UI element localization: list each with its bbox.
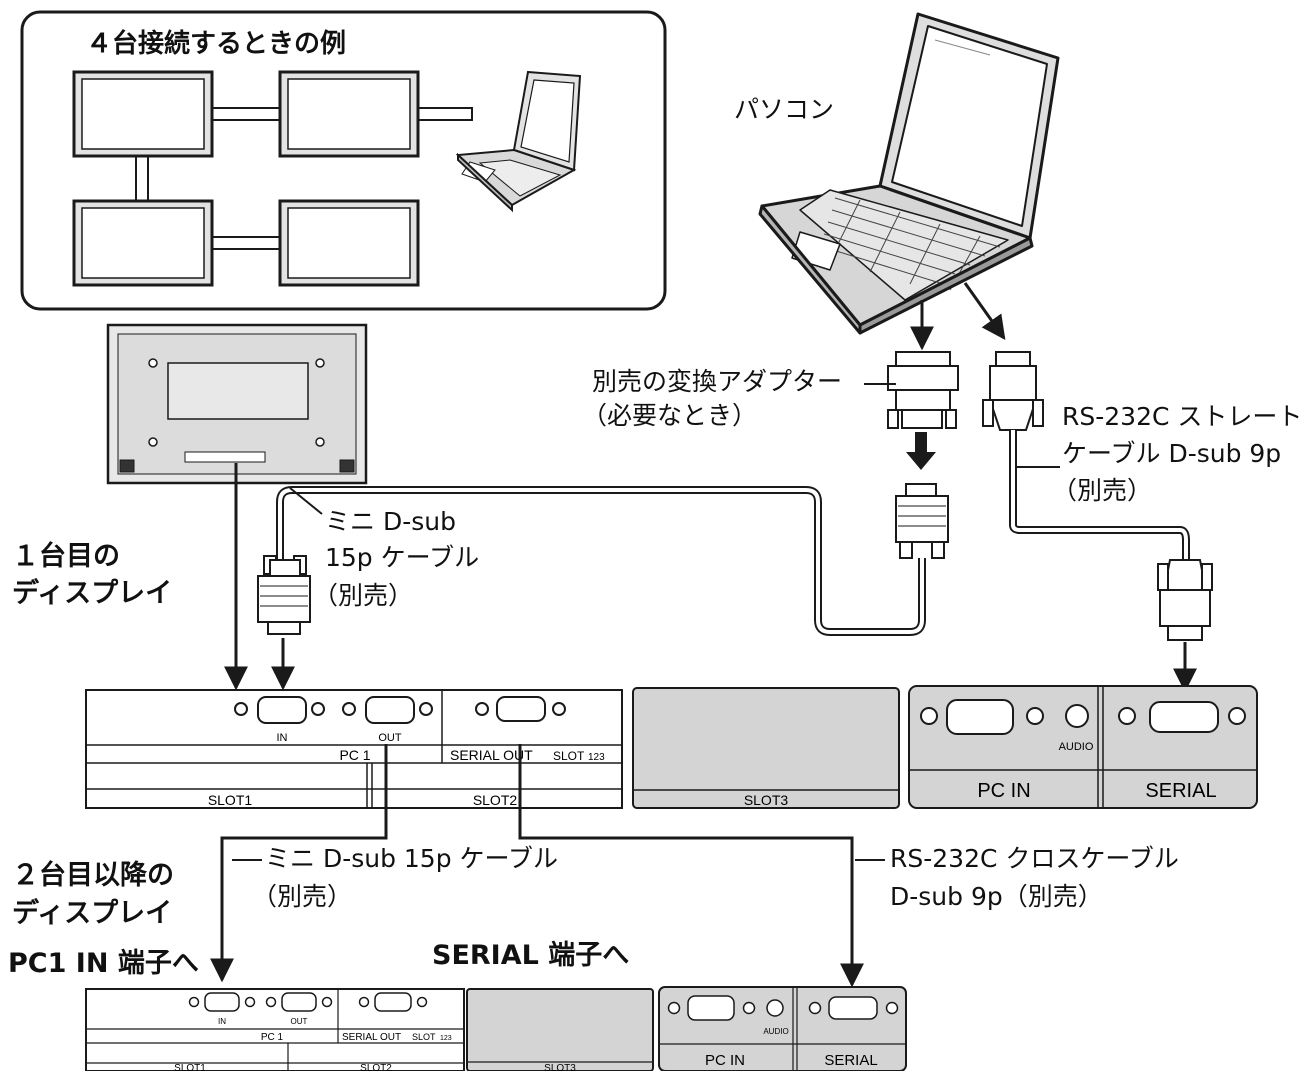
pc-label: パソコン — [734, 95, 835, 124]
slot1-label-2: SLOT1 — [174, 1063, 206, 1071]
example-display-4 — [278, 199, 420, 287]
mini-dsub-cable-top — [278, 488, 924, 634]
adapter-down-arrow — [906, 432, 936, 470]
slot3-label: SLOT3 — [744, 792, 789, 808]
mini-dsub-cable-bottom — [210, 744, 388, 983]
pc-in-port — [920, 699, 1089, 735]
adapter-label-line2: （必要なとき） — [582, 401, 758, 430]
mini-dsub-bottom-label-line2: （別売） — [252, 882, 353, 911]
serial-port — [1118, 701, 1246, 733]
audio-label-2: AUDIO — [763, 1027, 788, 1036]
pc-in-label-2: PC IN — [705, 1052, 745, 1069]
serial-label: SERIAL — [1145, 780, 1216, 802]
out-label: OUT — [378, 732, 402, 744]
slot-label: SLOT — [553, 749, 585, 763]
slot3-label-2: SLOT3 — [544, 1063, 576, 1071]
example-display-2 — [278, 70, 420, 158]
rs232-cross-label-line1: RS-232C クロスケーブル — [890, 844, 1179, 873]
mini-dsub-bottom-label-line1: ミニ D-sub 15p ケーブル — [265, 844, 559, 873]
second-display-label-line1: ２台目以降の — [12, 860, 174, 891]
mini-dsub-top-label-line3: （別売） — [313, 581, 414, 610]
first-display-label-line1: １台目の — [12, 541, 120, 572]
pc1-label-2: PC 1 — [261, 1032, 284, 1043]
pc1-out-port — [342, 696, 433, 724]
rs232-straight-label-line1: RS-232C ストレート — [1062, 402, 1303, 431]
audio-label: AUDIO — [1059, 741, 1094, 753]
vga-plug-top — [895, 483, 949, 559]
example-display-1 — [72, 70, 214, 158]
serial-out-label-2: SERIAL OUT — [342, 1032, 401, 1043]
first-terminal-panel: IN OUT PC 1 SERIAL OUT SLOT 123 SLOT1 SL… — [85, 689, 623, 809]
example-title: ４台接続するときの例 — [86, 29, 347, 59]
vga-plug-left — [257, 555, 311, 635]
slot2-label-2: SLOT2 — [360, 1063, 392, 1071]
second-slot3-panel: SLOT3 — [466, 988, 654, 1071]
serial-out-label: SERIAL OUT — [450, 747, 533, 763]
adapter-label-line1: 別売の変換アダプター — [592, 367, 843, 396]
out-label-2: OUT — [291, 1017, 308, 1026]
first-display-label-line2: ディスプレイ — [12, 578, 173, 609]
in-label: IN — [277, 732, 288, 744]
pc1-in-port — [234, 696, 325, 724]
conversion-adapter — [887, 351, 959, 429]
rs232-plug-bottom — [1157, 559, 1213, 641]
serial-out-port — [475, 696, 566, 722]
slot-label-2: SLOT — [412, 1032, 436, 1042]
slot-numbers-2: 123 — [440, 1035, 452, 1042]
pc-to-rs232-arrow — [963, 282, 1006, 340]
slot1-label: SLOT1 — [208, 792, 253, 808]
to-pc1-in-label: PC1 IN 端子へ — [8, 948, 199, 979]
to-serial-label: SERIAL 端子へ — [432, 940, 630, 971]
example-display-3 — [72, 199, 214, 287]
rs232-plug-top — [982, 351, 1044, 431]
first-slot3-panel: SLOT3 — [632, 687, 900, 809]
slot2-label: SLOT2 — [473, 792, 518, 808]
serial-label-2: SERIAL — [824, 1052, 877, 1069]
first-io-panel: AUDIO PC IN SERIAL — [908, 685, 1258, 809]
second-terminal-panel: IN OUT PC 1 SERIAL OUT SLOT 123 SLOT1 SL… — [85, 988, 465, 1071]
in-label-2: IN — [218, 1017, 226, 1026]
slot-numbers: 123 — [588, 752, 605, 763]
rs232-cross-cable — [518, 744, 864, 988]
second-io-panel: AUDIO PC IN SERIAL — [658, 986, 907, 1071]
display-rear — [106, 323, 368, 485]
rs232-straight-label-line2: ケーブル D-sub 9p — [1062, 439, 1282, 468]
mini-dsub-top-label-line1: ミニ D-sub — [325, 507, 456, 536]
rs232-cross-label-line2: D-sub 9p（別売） — [890, 882, 1103, 911]
rs232-straight-label-line3: （別売） — [1052, 476, 1153, 505]
example-laptop — [455, 70, 582, 213]
rs232-straight-cable — [1011, 430, 1188, 560]
pc-in-label: PC IN — [977, 780, 1030, 802]
second-display-label-line2: ディスプレイ — [12, 898, 173, 929]
pc1-label: PC 1 — [339, 747, 370, 763]
example-box — [20, 10, 667, 311]
pc-laptop — [758, 12, 1060, 335]
mini-dsub-top-label-line2: 15p ケーブル — [325, 543, 480, 572]
